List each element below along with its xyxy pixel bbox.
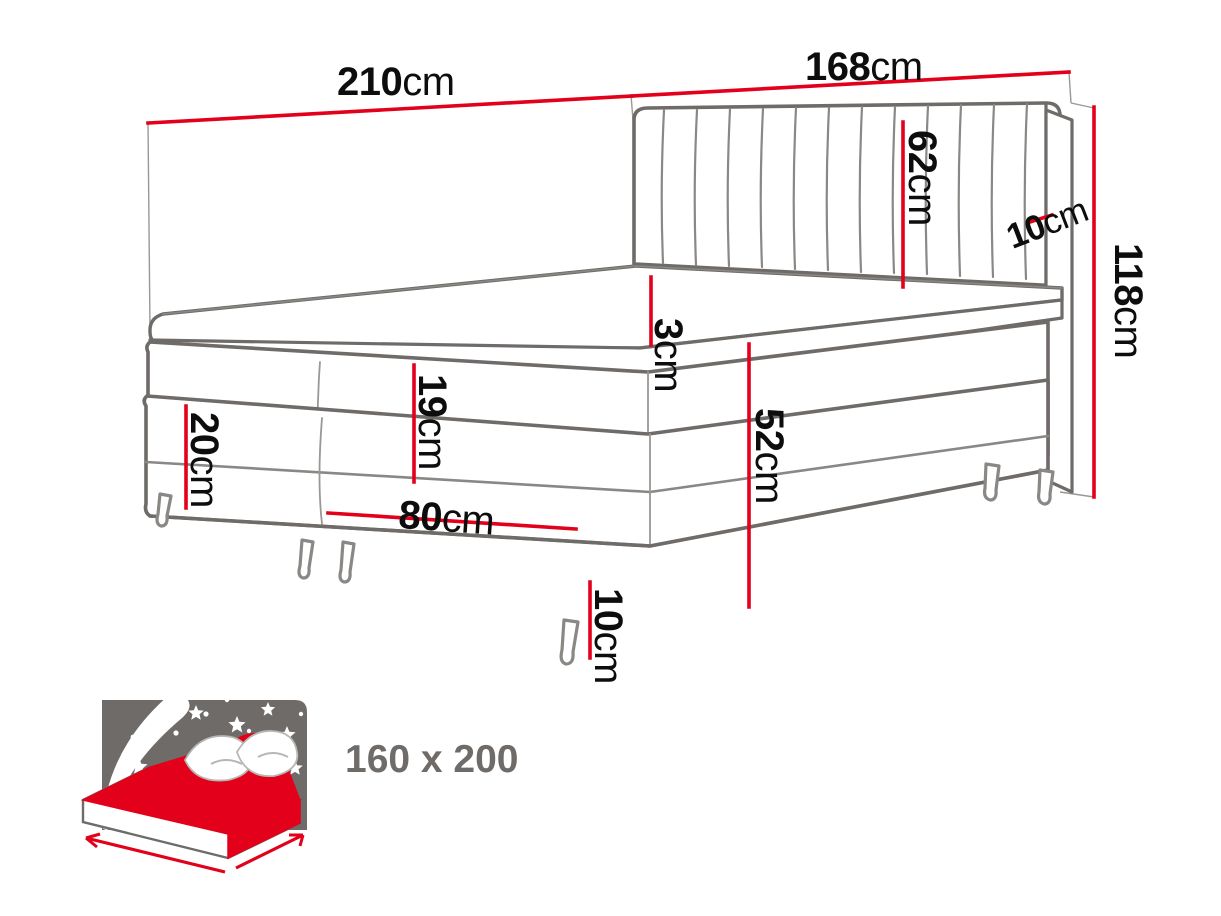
- dimension-value-52: 52: [747, 408, 791, 452]
- pillows: [183, 730, 299, 782]
- dimension-label-10cm-leg: 10cm: [586, 588, 630, 684]
- headboard-channels: [660, 102, 1029, 281]
- dimension-label-52cm: 52cm: [747, 408, 791, 504]
- dimension-label-80cm: 80cm: [397, 493, 496, 544]
- dimline-10cm-headboard: [1027, 212, 1055, 225]
- dimension-value-168: 168: [805, 45, 871, 89]
- dimension-value-20: 20: [182, 412, 226, 456]
- leg-right: [982, 462, 1001, 502]
- extension-lines: [147, 71, 1095, 498]
- dimension-value-118: 118: [1106, 243, 1150, 307]
- leg-right-rear: [1036, 468, 1055, 506]
- dimension-value-210: 210: [337, 60, 403, 104]
- dimension-unit-210: cm: [402, 60, 455, 104]
- dimension-lines-red: [146, 70, 1096, 660]
- dimension-label-168cm: 168cm: [805, 47, 923, 87]
- leg-front-left: [155, 492, 173, 528]
- dimline-210cm: [146, 94, 634, 125]
- dimension-label-20cm: 20cm: [182, 412, 226, 508]
- crescent-moon: [102, 700, 190, 830]
- dimension-unit-80: cm: [440, 496, 496, 544]
- dimension-unit-118: cm: [1106, 306, 1150, 359]
- dimension-unit-62: cm: [900, 173, 944, 226]
- dimension-unit-168: cm: [870, 45, 923, 89]
- leg-left-inner: [297, 538, 315, 580]
- dimension-unit-3: cm: [646, 339, 690, 393]
- dimension-label-19cm: 19cm: [410, 374, 454, 470]
- dimension-label-62cm: 62cm: [900, 130, 944, 226]
- bed-drawing: [142, 101, 1074, 666]
- bed-legs: [155, 462, 1055, 666]
- dimension-unit-20: cm: [182, 455, 226, 508]
- leg-front-center: [559, 618, 580, 666]
- dimension-label-118cm: 118cm: [1106, 243, 1150, 359]
- dimension-value-19: 19: [410, 374, 454, 418]
- dimension-unit-19: cm: [410, 417, 454, 470]
- icon-dimension-arrows: [85, 832, 305, 874]
- dimension-unit-10-leg: cm: [586, 631, 630, 684]
- dimension-label-210cm: 210cm: [337, 62, 455, 102]
- mattress-size-label: 160 x 200: [345, 738, 519, 781]
- dimension-value-62: 62: [900, 130, 944, 174]
- dimline-168cm: [630, 70, 1071, 98]
- icon-arrow-width: [235, 833, 304, 870]
- dimension-label-3cm: 3cm: [646, 318, 690, 393]
- dimension-value-3: 3: [646, 318, 690, 340]
- dimline-80cm: [326, 511, 578, 531]
- leg-mid-left: [338, 540, 356, 584]
- mattress-icon-body: [80, 730, 303, 860]
- mattress-size-icon: [80, 700, 307, 874]
- icon-arrow-length: [85, 836, 226, 874]
- dimension-unit-52: cm: [747, 451, 791, 504]
- dimension-value-10-leg: 10: [586, 588, 630, 632]
- dimension-value-80: 80: [397, 493, 444, 540]
